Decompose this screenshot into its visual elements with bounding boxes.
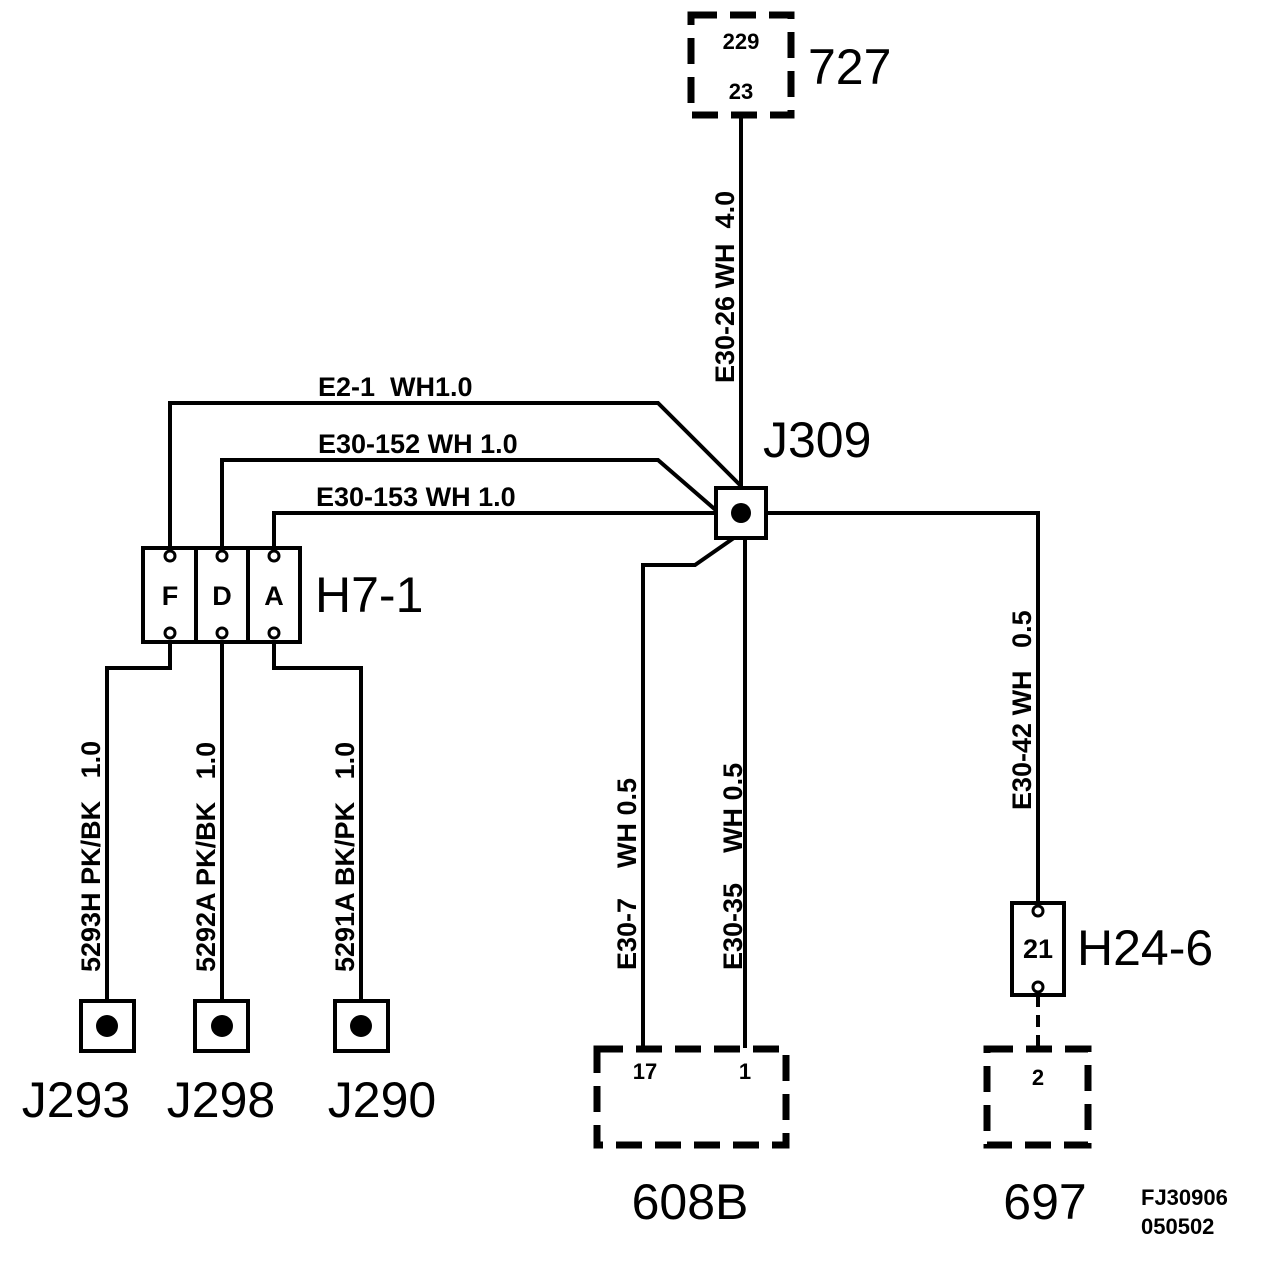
connector-697-outline (983, 1045, 1092, 1149)
splice-j298-dot (211, 1015, 233, 1037)
diagram-id: FJ30906 050502 (1141, 1185, 1228, 1239)
pin-circle (215, 549, 229, 563)
connector-727-pin-229: 229 (723, 29, 760, 54)
splice-j293-label: J293 (22, 1072, 130, 1128)
pin-circle (1031, 904, 1045, 918)
connector-608b-pin-17: 17 (633, 1059, 657, 1084)
wire-e2-1 (168, 401, 743, 550)
pin-circle (163, 549, 177, 563)
wire-e30-153 (272, 511, 718, 550)
wire-labels: E2-1 WH1.0 E30-152 WH 1.0 E30-153 WH 1.0… (76, 191, 1037, 972)
splice-j293-box (79, 999, 136, 1053)
connector-h7-1-pin-f: F (162, 581, 179, 611)
connector-697: 2 697 (983, 1045, 1092, 1230)
connector-727-pin-23: 23 (729, 79, 753, 104)
pin-circle (267, 626, 281, 640)
splice-j309-label: J309 (763, 412, 871, 468)
connector-608b: 17 1 608B (593, 1045, 790, 1230)
wire-label-e30-7: E30-7 WH 0.5 (612, 778, 642, 970)
connector-h7-1-cell-d (194, 546, 250, 644)
wire-label-e30-35: E30-35 WH 0.5 (718, 763, 748, 970)
wire-label-e30-153: E30-153 WH 1.0 (316, 482, 516, 512)
connector-727-label: 727 (808, 39, 891, 95)
wire-label-e2-1: E2-1 WH1.0 (318, 372, 473, 402)
connector-h7-1-cell-a (246, 546, 302, 644)
splice-j293-dot (96, 1015, 118, 1037)
wire-5291a (272, 640, 363, 1002)
wires (105, 118, 1040, 1048)
connector-608b-label: 608B (632, 1174, 749, 1230)
connector-h24-6: 21 H24-6 (1010, 901, 1213, 997)
splice-j298: J298 (167, 999, 275, 1128)
splice-j290-dot (350, 1015, 372, 1037)
connector-608b-pin-1: 1 (739, 1059, 751, 1084)
pin-circle (215, 626, 229, 640)
splice-j293: J293 (22, 999, 136, 1128)
wire-label-e30-42: E30-42 WH 0.5 (1007, 610, 1037, 810)
connector-h24-6-label: H24-6 (1077, 920, 1213, 976)
connector-h7-1-pin-a: A (264, 581, 284, 611)
connector-h7-1-label: H7-1 (315, 567, 423, 623)
wire-label-e30-152: E30-152 WH 1.0 (318, 429, 518, 459)
connector-697-pin-2: 2 (1032, 1065, 1044, 1090)
wire-label-5293h: 5293H PK/BK 1.0 (76, 741, 106, 972)
splice-j290: J290 (328, 999, 436, 1128)
diagram-id-line1: FJ30906 (1141, 1185, 1228, 1210)
wire-label-e30-26: E30-26 WH 4.0 (710, 191, 740, 383)
pin-circle (163, 626, 177, 640)
splice-j290-label: J290 (328, 1072, 436, 1128)
pin-circle (1031, 980, 1045, 994)
connector-h7-1: F D A H7-1 (141, 546, 423, 644)
wire-5293h (105, 640, 172, 1002)
connector-h7-1-pin-d: D (212, 581, 232, 611)
pin-circle (267, 549, 281, 563)
splice-j309-dot (731, 503, 751, 523)
wire-e30-152 (220, 458, 720, 550)
connector-727-outline (687, 11, 795, 119)
diagram-id-line2: 050502 (1141, 1214, 1214, 1239)
wire-e30-42 (765, 511, 1040, 903)
splice-j309: J309 (714, 412, 871, 540)
wire-e30-7 (641, 531, 743, 1048)
connector-h24-6-box (1010, 901, 1066, 997)
wire-label-5291a: 5291A BK/PK 1.0 (330, 742, 360, 972)
connector-727: 229 23 727 (687, 11, 891, 119)
wire-label-5292a: 5292A PK/BK 1.0 (191, 742, 221, 972)
connector-h24-6-pin-21: 21 (1023, 934, 1053, 964)
connector-697-label: 697 (1003, 1174, 1086, 1230)
connector-608b-outline (593, 1045, 790, 1149)
splice-j298-label: J298 (167, 1072, 275, 1128)
